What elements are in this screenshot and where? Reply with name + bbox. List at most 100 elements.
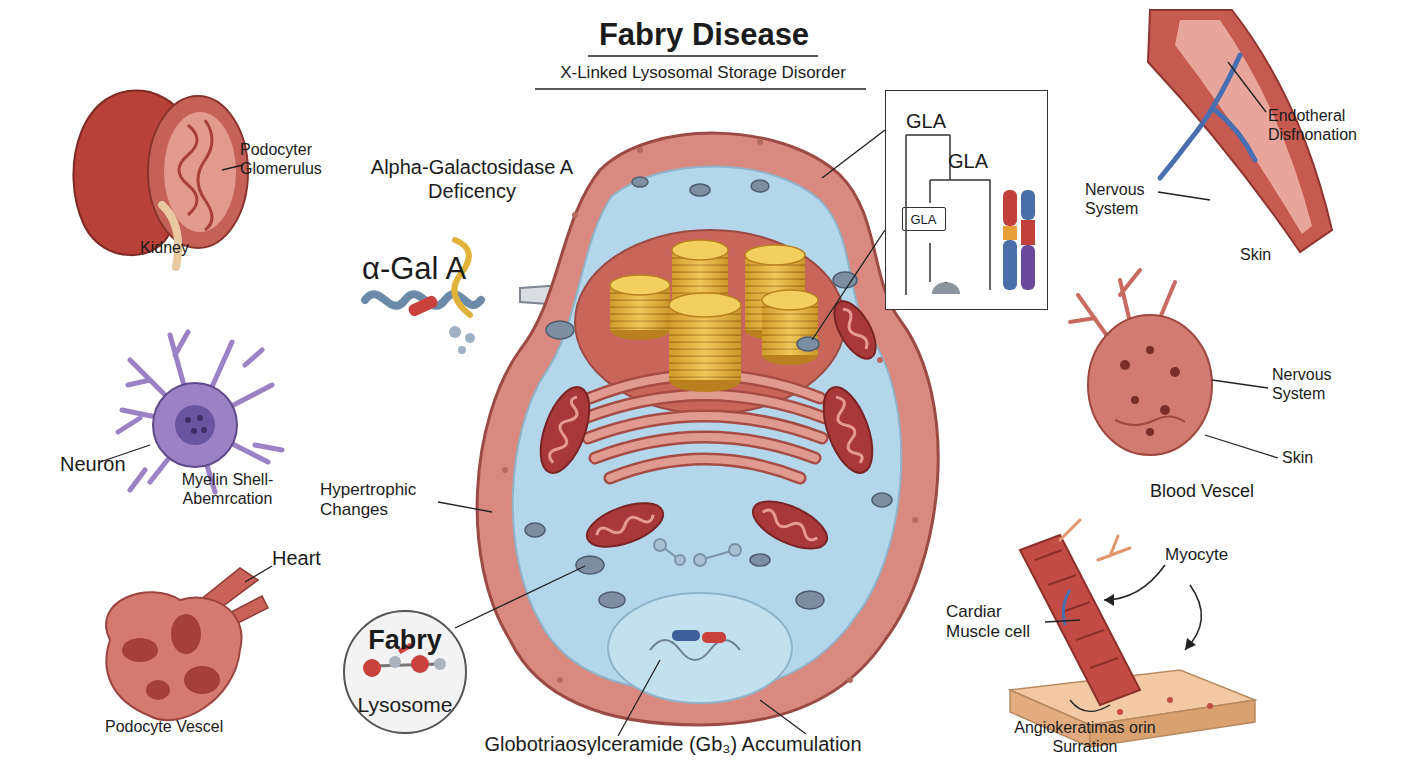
annotation-label: Kidney [140,238,220,257]
gene-inset-part [822,130,885,178]
nerve-cell-illustration-part-part [1170,367,1180,377]
cell-illustration-part [477,133,938,725]
vessel-illustration-part [1228,62,1266,112]
enzyme-illustration-part [465,333,475,343]
gene-segment-box: GLA [902,207,946,231]
muscle-skin-illustration-part [1063,590,1070,625]
cell-illustration-part-part [830,395,865,465]
annotation-label: Endotheral Disfnonation [1268,106,1398,144]
lysosome-lens-part [343,610,467,734]
cell-illustration-part-part [833,272,857,288]
kidney-illustration-part [179,120,212,230]
vessel-illustration-part [1158,192,1210,200]
vessel-illustration-part [1160,55,1255,178]
cell-illustration-part-part [761,508,820,542]
annotation-label: Hypertrophic Changes [320,480,445,521]
cell-illustration-part-part [797,337,819,351]
neuron-illustration-part [191,428,197,434]
lysosome-lens-part [455,566,585,628]
heart-illustration-part [171,614,201,654]
neuron-illustration-part [201,427,207,433]
cell-illustration-part [654,539,741,566]
annotation-label: Podocyter Glomerulus [240,140,350,178]
node-text: GLA [903,212,944,228]
muscle-skin-illustration-part-part [1207,703,1213,709]
gene-inset-part [1021,220,1035,245]
enzyme-illustration-part [407,294,439,318]
leader-lines-part [618,660,660,736]
cell-illustration-part [672,240,728,260]
cell-illustration-part [672,630,700,641]
cell-illustration-part-part [525,523,545,537]
nerve-cell-illustration-part-part [1131,396,1139,404]
annotation-label: Skin [1240,245,1300,264]
heart-illustration-part [122,638,158,662]
kidney-illustration-part [148,96,248,248]
kidney-illustration [73,91,248,267]
cell-illustration-part-part [839,307,870,351]
lysosome-lens-part [411,655,429,673]
leader-lines-part [760,700,806,734]
cell-illustration-part [702,632,726,643]
cell-illustration-part [637,147,643,153]
cell-illustration-part-part [675,555,685,565]
muscle-skin-illustration-part [1060,520,1130,560]
gene-box: GLAGLAGLA [885,90,1048,310]
cell-illustration-part [608,593,792,703]
annotation-label: α-Gal A [362,250,502,287]
cell-illustration-part-part [750,554,770,566]
kidney-illustration-part [162,205,178,267]
annotation-label: Alpha-Galactosidase A Deficency [352,155,592,203]
annotation-label: Myelin Shell-Abemrcation [160,470,295,508]
neuron-illustration-part [185,417,191,423]
cell-illustration-part [757,139,763,145]
cell-illustration-part [557,677,563,683]
lysosome-lens-part [372,664,440,666]
cell-illustration-part-part [729,544,741,556]
muscle-skin-illustration-part [1035,550,1118,668]
heart-illustration-part [245,566,272,582]
cell-illustration-part [531,381,599,479]
cell-illustration-part-part [654,539,666,551]
title-rules-part [535,88,866,90]
muscle-skin-illustration-part [1117,697,1213,715]
gene-inset-part [932,282,960,294]
cell-illustration-part [581,494,668,555]
cell-illustration-part [847,677,853,683]
neuron-illustration-part [118,332,282,492]
muscle-skin-illustration-part [1045,620,1080,622]
lysosome-lens [343,566,585,734]
muscle-skin-illustration-part [1070,700,1110,711]
cell-illustration-part-part [632,177,648,187]
cell-illustration-part [525,177,892,609]
nerve-cell-illustration-part-part [1160,405,1170,415]
lysosome-lens-part [434,658,446,670]
cell-illustration-part-part [610,459,800,478]
cell-illustration-part-part [690,184,710,196]
diagram-title: Fabry Disease [500,16,908,53]
annotation-label: X-Linked Lysosomal Storage Disorder [535,63,871,83]
annotation-label: Podocyte Vescel [105,717,275,736]
nerve-cell-illustration-part [1088,315,1212,455]
annotation-label: Neuron [60,452,150,476]
enzyme-illustration-part [458,346,466,354]
nerve-cell-illustration-part-part [1120,360,1130,370]
muscle-skin-illustration-part [1104,594,1114,606]
muscle-skin-illustration-part [1020,535,1140,705]
cell-illustration-part-part [746,492,834,558]
cell-illustration-part [610,275,670,295]
cell-illustration-part [746,492,834,558]
annotation-label: Cardiar Muscle cell [946,602,1056,643]
title-rules-part [588,55,818,57]
gene-inset [812,90,1048,340]
nerve-cell-illustration [1070,270,1278,458]
cell-illustration-part-part [610,459,800,478]
cell-illustration-part-part [546,321,574,339]
neuron-illustration-part [153,383,237,467]
nerve-cell-illustration-part [1115,416,1185,425]
muscle-skin-illustration-part [1185,638,1196,650]
cell-illustration [477,133,938,725]
